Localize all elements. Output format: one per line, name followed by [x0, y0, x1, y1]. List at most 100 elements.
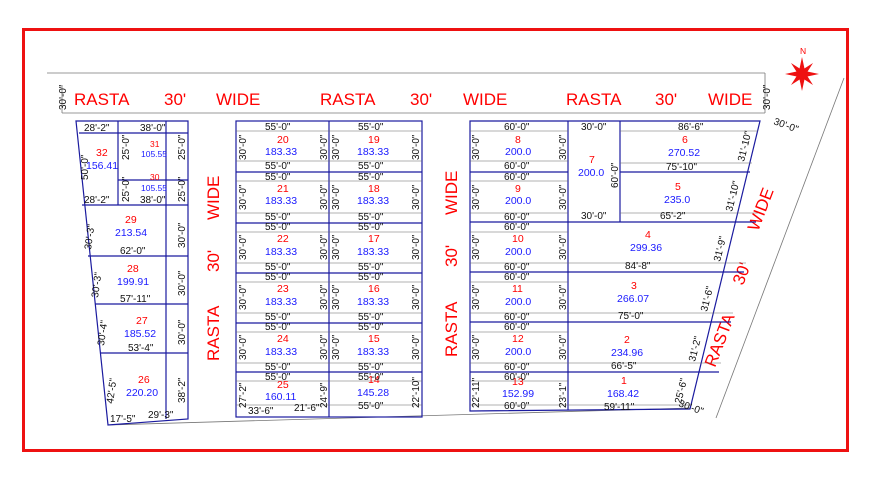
block-3	[469, 120, 761, 412]
dimension: 55'-0"	[358, 222, 384, 233]
plot-area: 185.52	[124, 328, 156, 340]
plot-area: 220.20	[126, 387, 158, 399]
plot-area: 105.55	[141, 183, 167, 193]
dimension: 30'-0"	[558, 134, 569, 160]
dimension: 25'-0"	[121, 176, 132, 202]
mid-road-2-labels: WIDE 30' RASTA	[442, 171, 461, 357]
dimension: 55'-0"	[358, 161, 384, 172]
dimension: 55'-0"	[358, 312, 384, 323]
plot-number: 30	[150, 172, 160, 182]
dimension: 42'-5"	[105, 377, 120, 404]
dimension: 55'-0"	[265, 172, 291, 183]
plot-number: 2	[624, 334, 630, 346]
dimension: 30'-0"	[677, 398, 705, 417]
plot-number: 7	[589, 154, 595, 166]
road-label: WIDE	[216, 90, 260, 109]
plot-area: 266.07	[617, 293, 649, 305]
plot-number: 23	[277, 283, 289, 295]
plot-area: 213.54	[115, 227, 147, 239]
plot-area: 105.55	[141, 149, 167, 159]
dimension: 86'-6"	[678, 122, 704, 133]
plot-area: 183.33	[265, 146, 297, 158]
plot-area: 183.33	[265, 195, 297, 207]
top-road-labels: RASTA 30' WIDE RASTA 30' WIDE RASTA 30' …	[74, 90, 752, 109]
plot-number: 25	[277, 379, 289, 391]
dimension: 30'-0"	[331, 184, 342, 210]
road-label: 30'	[442, 245, 461, 267]
dimension: 60'-0"	[504, 401, 530, 412]
block-2-texts: 20 183.33 19 183.33 21 183.33 18 183.33 …	[265, 134, 389, 403]
block-2-grid-lines	[236, 130, 422, 406]
road-label: RASTA	[320, 90, 376, 109]
dimension: 30'-0"	[319, 334, 330, 360]
dimension: 30'-0"	[772, 116, 800, 135]
dimension: 55'-0"	[358, 372, 384, 383]
plot-area: 156.41	[86, 160, 118, 172]
plot-number: 4	[645, 229, 651, 241]
plot-number: 3	[631, 280, 637, 292]
dimension: 55'-0"	[265, 372, 291, 383]
dimension: 60'-0"	[504, 312, 530, 323]
dimension: 30'-0"	[331, 234, 342, 260]
plot-number: 24	[277, 333, 289, 345]
plot-area: 200.0	[505, 146, 531, 158]
plot-number: 5	[675, 181, 681, 193]
north-compass-icon: N	[785, 46, 819, 91]
plot-area: 200.0	[505, 195, 531, 207]
dimension: 53'-4"	[128, 343, 154, 354]
plot-number: 27	[136, 315, 148, 327]
road-label: 30'	[410, 90, 432, 109]
dimension: 23'-1"	[558, 382, 569, 408]
dimension: 60'-0"	[504, 262, 530, 273]
plot-number: 1	[621, 375, 627, 387]
dimension: 30'-0"	[238, 134, 249, 160]
road-dims: 30'-0" 30'-0" 30'-0" 30'-0"	[58, 84, 800, 418]
dimension: 55'-0"	[265, 272, 291, 283]
plot-number: 18	[368, 183, 380, 195]
dimension: 55'-0"	[358, 172, 384, 183]
dimension: 55'-0"	[358, 272, 384, 283]
plot-number: 15	[368, 333, 380, 345]
dimension: 57'-11"	[120, 294, 151, 305]
dimension: 28'-2"	[84, 195, 110, 206]
dimension: 30'-0"	[319, 234, 330, 260]
dimension: 22'-10"	[411, 377, 422, 408]
plot-area: 235.0	[664, 194, 690, 206]
road-label: RASTA	[566, 90, 622, 109]
dimension: 30'-0"	[58, 84, 69, 110]
dimension: 30'-0"	[411, 184, 422, 210]
road-label: WIDE	[463, 90, 507, 109]
plot-number: 10	[512, 233, 524, 245]
plot-area: 183.33	[357, 195, 389, 207]
block-1	[75, 120, 189, 426]
dimension: 55'-0"	[358, 362, 384, 373]
plot-area: 152.99	[502, 388, 534, 400]
dimension: 30'-0"	[331, 334, 342, 360]
block-2-dims: 55'-0"55'-0"55'-0"55'-0"55'-0"55'-0"55'-…	[238, 122, 422, 417]
dimension: 62'-0"	[120, 246, 146, 257]
dimension: 50'-0"	[80, 154, 91, 180]
plot-number: 9	[515, 183, 521, 195]
dimension: 30'-0"	[471, 334, 482, 360]
road-label: 30'	[729, 260, 755, 287]
dimension: 55'-0"	[265, 322, 291, 333]
plot-area: 200.0	[578, 167, 604, 179]
dimension: 30'-0"	[238, 234, 249, 260]
dimension: 30'-0"	[331, 284, 342, 310]
dimension: 30'-0"	[177, 319, 188, 345]
dimension: 30'-0"	[558, 284, 569, 310]
dimension: 38'-0"	[140, 123, 166, 134]
dimension: 60'-0"	[504, 161, 530, 172]
plot-area: 200.0	[505, 346, 531, 358]
dimension: 30'-0"	[762, 84, 773, 110]
dimension: 55'-0"	[265, 122, 291, 133]
plot-number: 29	[125, 214, 137, 226]
dimension: 21'-6"	[294, 403, 320, 414]
plot-number: 12	[512, 333, 524, 345]
dimension: 30'-0"	[319, 284, 330, 310]
dimension: 30'-0"	[177, 222, 188, 248]
plot-number: 8	[515, 134, 521, 146]
plot-number: 21	[277, 183, 289, 195]
plot-number: 32	[96, 147, 108, 159]
dimension: 29'-3"	[148, 410, 174, 421]
